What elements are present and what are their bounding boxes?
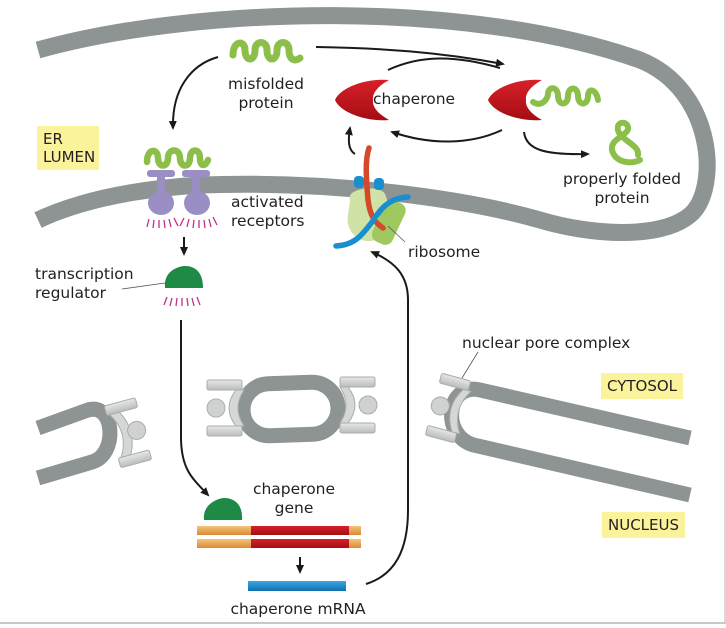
arrow-chaperone-to-complex (387, 57, 501, 71)
label-chaperone-gene-line1: chaperone (252, 480, 336, 498)
label-nuclear-pore-complex: nuclear pore complex (462, 334, 631, 352)
label-transcription-line2: regulator (35, 284, 106, 302)
activated-receptor-icon-left (147, 170, 175, 215)
nuclear-pore-complex-mid-left (206, 379, 245, 437)
nuclear-pore-complex-mid-right (339, 376, 378, 434)
receptor-bound-protein-icon (143, 147, 212, 169)
label-misfolded-protein: misfolded protein (216, 75, 316, 113)
arrow-misfolded-to-chaperone (315, 46, 505, 67)
er-lumen-line2: LUMEN (43, 148, 96, 166)
label-properly-line1: properly folded (563, 170, 681, 188)
bound-misfolded-protein-icon (530, 85, 601, 107)
label-misfolded-line2: protein (238, 94, 294, 112)
chaperone-icon (335, 79, 389, 121)
nuclear-envelope-ring (235, 374, 346, 444)
ribosome-icon (333, 145, 411, 249)
label-chaperone-mrna: chaperone mRNA (230, 600, 366, 618)
label-chaperone-gene-line2: gene (274, 499, 314, 517)
chaperone-mrna-icon (248, 581, 346, 591)
transcription-regulator-leader (121, 282, 166, 290)
label-activated-receptors: activated receptors (231, 193, 304, 231)
label-properly-folded-protein: properly folded protein (552, 170, 692, 208)
nuclear-pore-complex-right (425, 373, 473, 443)
label-activated-line2: receptors (231, 212, 305, 230)
chaperone-gene-icon (197, 526, 361, 548)
arrow-regulator-to-gene (180, 320, 210, 497)
label-properly-line2: protein (594, 189, 650, 207)
nuclear-envelope-left (35, 401, 118, 486)
nuclear-pore-leader-line (461, 351, 479, 379)
label-transcription-regulator: transcription regulator (35, 265, 134, 303)
arrow-complex-to-chaperone (390, 129, 503, 143)
activation-ticks-regulator (163, 296, 201, 307)
er-membrane-outer (34, 7, 716, 241)
chaperone-bound-icon (488, 79, 542, 121)
label-chaperone-gene: chaperone gene (244, 480, 344, 518)
nuclear-pore-complex-left (104, 397, 152, 468)
gene-bound-regulator-icon (203, 498, 243, 520)
label-misfolded-line1: misfolded (228, 75, 304, 93)
frame-border-right (724, 0, 726, 624)
label-ribosome: ribosome (408, 243, 481, 261)
region-tag-er-lumen: ER LUMEN (37, 126, 99, 170)
transcription-regulator-icon (164, 266, 203, 288)
misfolded-protein-icon (229, 39, 304, 64)
region-tag-nucleus: NUCLEUS (602, 512, 686, 538)
properly-folded-protein-icon (608, 119, 643, 166)
activation-ticks-receptors (146, 216, 218, 229)
arrow-complex-to-folded (523, 131, 590, 159)
arrow-ribosome-to-chaperone (344, 126, 356, 155)
arrow-misfolded-to-receptors (168, 56, 219, 130)
region-tag-cytosol: CYTOSOL (601, 373, 684, 399)
label-chaperone: chaperone (373, 90, 456, 108)
arrow-mrna-to-ribosome (365, 251, 409, 585)
label-transcription-line1: transcription (35, 265, 134, 283)
er-lumen-line1: ER (43, 130, 63, 148)
frame-border-bottom (0, 622, 726, 624)
nuclear-envelope-right (444, 381, 692, 503)
ribosome-leader-line (387, 225, 406, 243)
label-activated-line1: activated (231, 193, 304, 211)
activated-receptor-icon-right (182, 170, 210, 215)
